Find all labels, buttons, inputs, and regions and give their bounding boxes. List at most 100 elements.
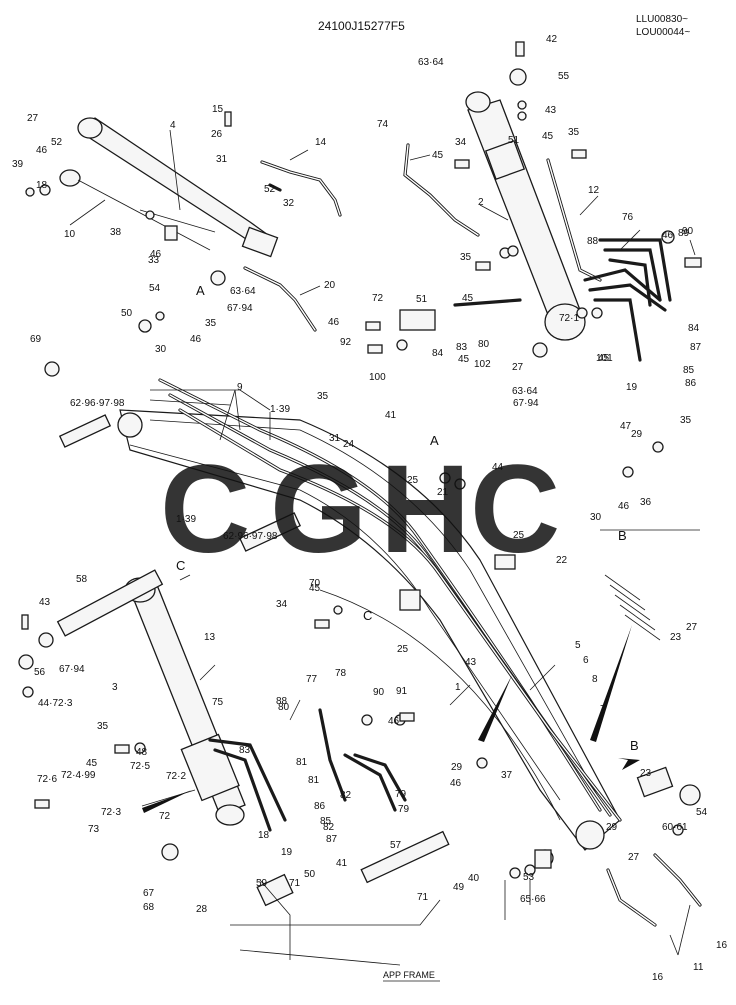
hoses-bucket	[606, 853, 702, 927]
part-number-label: 72·3	[101, 807, 121, 818]
part-number-label: 101	[596, 353, 613, 364]
part-number-label: 43	[465, 657, 477, 668]
part-number-label: 7	[600, 704, 606, 715]
part-number-label: 54	[696, 807, 708, 818]
part-number-label: 35	[568, 127, 580, 138]
part-number-label: 60·61	[662, 822, 688, 833]
boom-cylinder	[124, 577, 246, 826]
watermark-letter-1: C	[160, 440, 250, 579]
part-number-label: 78	[335, 668, 347, 679]
part-number-label: 30	[590, 512, 602, 523]
part-number-label: 46	[618, 501, 630, 512]
part-number-label: 36	[640, 497, 652, 508]
part-number-label: 67·94	[513, 398, 539, 409]
part-number-label: 72	[159, 811, 171, 822]
part-number-label: 83	[456, 342, 468, 353]
part-number-label: 35	[460, 252, 472, 263]
part-number-label: 75	[212, 697, 224, 708]
part-number-label: 46	[328, 317, 340, 328]
part-number-label: 55	[558, 71, 570, 82]
part-number-label: 72	[372, 293, 384, 304]
part-number-label: 20	[324, 280, 336, 291]
pipes-bottom-left	[208, 708, 407, 832]
part-number-label: 23	[640, 768, 652, 779]
part-number-label: 11	[693, 962, 704, 973]
pipes-top-right	[403, 143, 667, 362]
part-number-label: 77	[306, 674, 318, 685]
part-number-label: 32	[283, 198, 295, 209]
watermark-letter-2: G	[270, 440, 367, 579]
part-number-label: 31	[216, 154, 228, 165]
part-number-label: 27	[512, 362, 524, 373]
part-number-label: 51	[508, 135, 520, 146]
serial-range-2: LOU00044~	[636, 27, 690, 38]
part-number-label: 63·64	[230, 286, 256, 297]
bucket-cylinder	[465, 91, 586, 341]
part-number-label: 74	[377, 119, 389, 130]
part-number-label: 54	[149, 283, 161, 294]
boom-hoses	[149, 378, 622, 822]
fasteners	[18, 41, 702, 879]
serial-range-1: LLU00830~	[636, 14, 688, 25]
part-number-label: 83	[239, 745, 251, 756]
part-number-label: 35	[680, 415, 692, 426]
part-number-label: 47	[620, 421, 632, 432]
part-number-label: 46	[450, 778, 462, 789]
part-number-label: 58	[76, 574, 88, 585]
boom	[117, 409, 621, 851]
part-number-label: 45	[86, 758, 98, 769]
part-number-label: 90	[682, 226, 694, 237]
part-number-label: 68	[143, 902, 155, 913]
part-number-label: 13	[204, 632, 216, 643]
part-number-label: 52	[51, 137, 63, 148]
part-number-label: 10	[64, 229, 76, 240]
part-number-label: 4	[170, 120, 176, 131]
part-number-label: 70	[309, 578, 321, 589]
part-number-label: 43	[39, 597, 51, 608]
app-frame	[230, 879, 441, 966]
part-number-label: 27	[27, 113, 39, 124]
part-number-label: 16	[716, 940, 728, 951]
part-number-label: 19	[626, 382, 638, 393]
part-number-label: 25	[397, 644, 409, 655]
arrows	[142, 625, 640, 813]
part-number-label: 51	[416, 294, 428, 305]
part-number-label: 46	[662, 230, 674, 241]
part-number-label: 72·4·99	[61, 770, 96, 781]
arm-cylinder	[59, 117, 279, 258]
part-number-label: 46	[150, 249, 162, 260]
part-number-label: 1·39	[270, 404, 290, 415]
part-number-label: 35	[317, 391, 329, 402]
part-number-label: 79	[395, 789, 407, 800]
part-number-label: 86	[314, 801, 326, 812]
part-number-label: 82	[340, 790, 352, 801]
watermark-letter-3: H	[380, 440, 470, 579]
part-number-label: 44·72·3	[38, 698, 73, 709]
pins	[56, 414, 450, 907]
part-number-label: 2	[478, 197, 484, 208]
part-number-label: 23	[670, 632, 682, 643]
callout-c-1: C	[176, 558, 185, 573]
part-number-label: 9	[237, 382, 243, 393]
hose-20	[243, 266, 317, 332]
part-number-label: 26	[211, 129, 223, 140]
part-number-label: 62·96·97·98	[223, 531, 278, 542]
part-number-label: 41	[336, 858, 348, 869]
pipe-14	[260, 160, 342, 217]
part-number-label: 34	[276, 599, 288, 610]
part-number-label: 1	[455, 682, 461, 693]
part-number-label: 5	[575, 640, 581, 651]
part-number-label: 39	[12, 159, 24, 170]
part-number-label: 44	[492, 462, 504, 473]
watermark-letter-4: C	[470, 440, 560, 579]
part-number-label: 29	[631, 429, 643, 440]
part-number-label: 87	[326, 834, 338, 845]
callout-b-2: B	[630, 738, 639, 753]
leader-lines	[69, 129, 700, 956]
part-number-label: 85	[320, 816, 332, 827]
part-number-label: 29	[606, 822, 618, 833]
part-number-label: 67	[143, 888, 155, 899]
parts-cluster-23	[604, 574, 661, 641]
part-number-label: 37	[501, 770, 513, 781]
